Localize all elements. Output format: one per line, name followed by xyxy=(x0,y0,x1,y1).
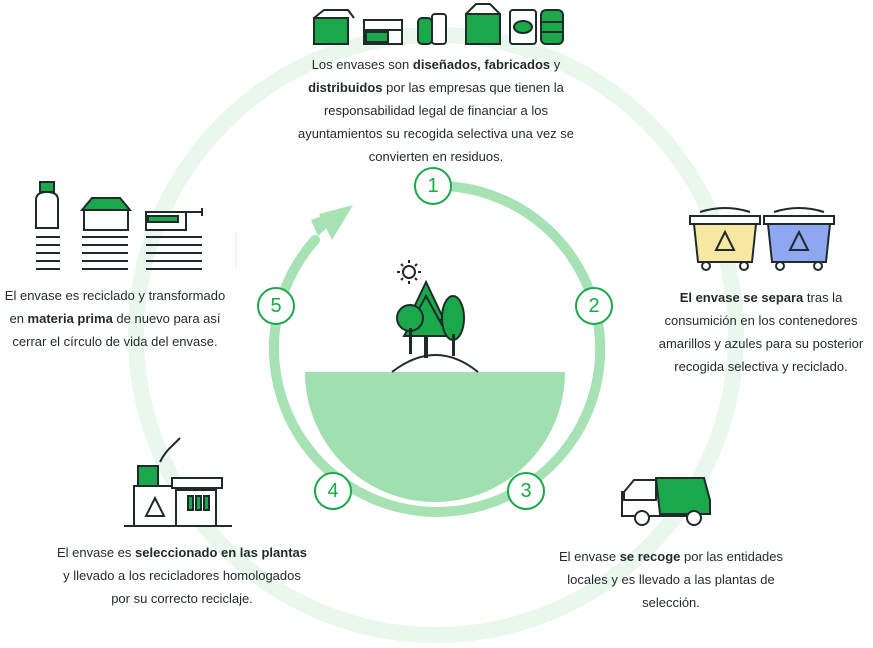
step-2-number: 2 xyxy=(575,287,613,325)
step-2-description: El envase se separa tras la consumición … xyxy=(646,286,873,378)
packages-icon xyxy=(313,3,564,45)
text-segment: y xyxy=(550,57,561,72)
text-segment: El envase es xyxy=(56,545,136,560)
trees-landscape-icon xyxy=(396,260,465,358)
text-segment: tras la consumición en los contenedores … xyxy=(658,290,864,374)
bold-text: diseñados, fabricados xyxy=(412,57,551,72)
step-3-number: 3 xyxy=(507,472,545,510)
particles-pattern xyxy=(36,236,202,270)
step-1-description: Los envases son diseñados, fabricados y … xyxy=(286,53,586,168)
bold-text: materia prima xyxy=(27,311,113,326)
step-4-number: 4 xyxy=(314,472,352,510)
recycling-bins-icon xyxy=(689,207,835,271)
step-1-number: 1 xyxy=(414,167,452,205)
text-segment: Los envases son xyxy=(311,57,413,72)
hill xyxy=(391,354,479,373)
step-4-description: El envase es seleccionado en las plantas… xyxy=(56,541,308,610)
bold-text: seleccionado en las plantas xyxy=(135,545,307,560)
text-segment: El envase xyxy=(558,549,620,564)
step-3-description: El envase se recoge por las entidades lo… xyxy=(556,545,786,614)
recycling-plant-icon xyxy=(124,437,232,527)
bold-text: El envase se separa xyxy=(679,290,804,305)
text-segment: El envase es reciclado y transformado en xyxy=(4,288,226,326)
text-segment: de nuevo para así cerrar el círculo de v… xyxy=(12,311,221,349)
bold-text: distribuidos xyxy=(308,80,383,95)
text-segment: por las entidades locales y es llevado a… xyxy=(567,549,784,610)
step-5-description: El envase es reciclado y transformado en… xyxy=(0,284,230,353)
text-segment: y llevado a los recicladores homologados… xyxy=(63,568,301,606)
step-5-number: 5 xyxy=(257,287,295,325)
bold-text: se recoge xyxy=(619,549,681,564)
garbage-truck-icon xyxy=(621,477,711,526)
text-segment: por las empresas que tienen la responsab… xyxy=(297,80,575,164)
raw-material-icon xyxy=(35,181,237,268)
ground-bowl xyxy=(305,372,565,502)
cycle-arrow-ring xyxy=(269,180,606,517)
